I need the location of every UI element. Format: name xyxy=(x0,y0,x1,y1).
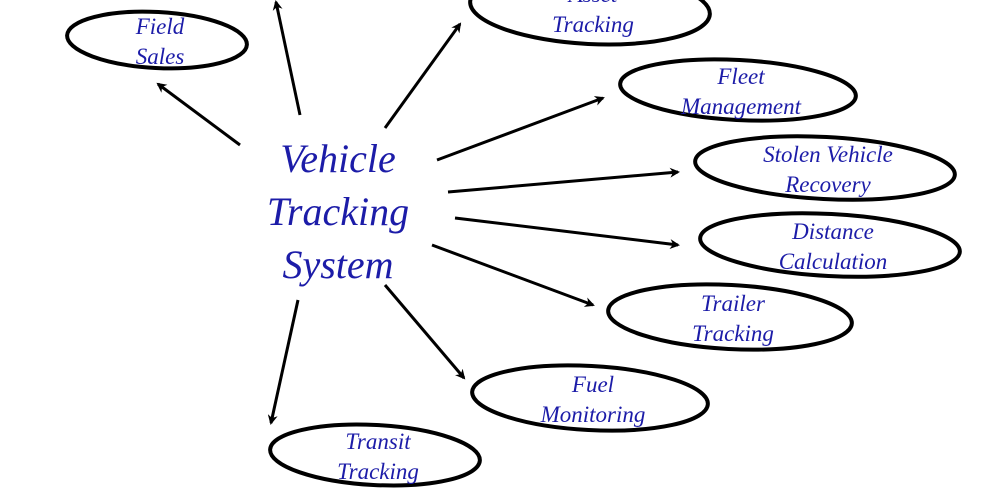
trailer-tracking-label: Trailer xyxy=(701,291,766,316)
trailer-tracking-ellipse xyxy=(606,282,854,352)
asset-tracking-label: Asset xyxy=(567,0,618,7)
fleet-management-label: Fleet xyxy=(716,64,765,89)
fleet-management-ellipse xyxy=(618,57,858,123)
arrow-to-field-sales xyxy=(156,82,241,147)
stolen-vehicle-recovery-ellipse xyxy=(693,134,957,202)
transit-tracking-label: Tracking xyxy=(337,459,419,484)
arrow-to-fleet-management xyxy=(436,96,605,162)
asset-tracking-ellipse xyxy=(468,0,712,47)
distance-calculation-label: Calculation xyxy=(779,249,888,274)
stolen-vehicle-recovery-label: Stolen Vehicle xyxy=(763,142,893,167)
transit-tracking-label: Transit xyxy=(345,429,411,454)
center-line: Tracking xyxy=(267,189,409,234)
transit-tracking-ellipse xyxy=(268,422,482,488)
arrow xyxy=(272,0,302,116)
distance-calculation-ellipse xyxy=(698,211,962,279)
field-sales-label: Sales xyxy=(136,44,185,69)
arrow-to-distance-calculation xyxy=(454,216,680,250)
distance-calculation-label: Distance xyxy=(791,219,874,244)
fuel-monitoring-label: Monitoring xyxy=(540,402,646,427)
field-sales-ellipse xyxy=(65,9,249,71)
asset-tracking-label: Tracking xyxy=(552,12,634,37)
stolen-vehicle-recovery-label: Recovery xyxy=(784,172,871,197)
arrow-to-fuel-monitoring xyxy=(383,284,466,380)
arrow-to-stolen-vehicle-recovery xyxy=(447,167,680,194)
center-title: Vehicle Tracking System xyxy=(267,136,409,287)
fleet-management-label: Management xyxy=(680,94,802,119)
arrow-to-trailer-tracking xyxy=(431,243,595,307)
arrow-to-transit-tracking xyxy=(267,299,300,425)
trailer-tracking-label: Tracking xyxy=(692,321,774,346)
fuel-monitoring-ellipse xyxy=(470,363,710,433)
arrow-to-asset-tracking xyxy=(383,22,462,129)
field-sales-label: Field xyxy=(135,14,185,39)
center-line: System xyxy=(282,242,393,287)
center-line: Vehicle xyxy=(280,136,396,181)
fuel-monitoring-label: Fuel xyxy=(571,372,614,397)
